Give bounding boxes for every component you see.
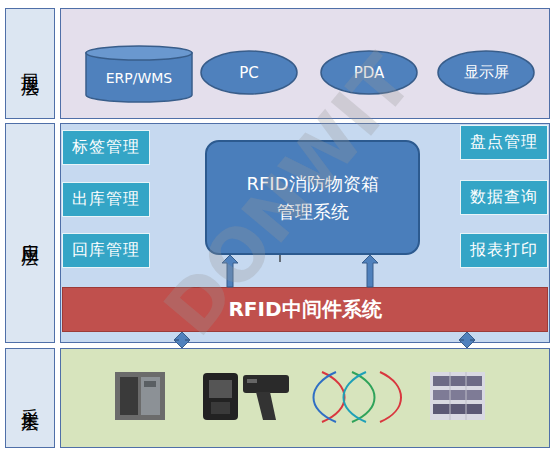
cabinet-panel <box>144 381 156 387</box>
function-box: 报表打印 <box>460 233 548 268</box>
shelf-row <box>433 390 482 400</box>
rfid-cabinet-icon <box>115 372 165 420</box>
function-label: 标签管理 <box>72 137 140 158</box>
function-box: 出库管理 <box>62 182 150 217</box>
cylinder-top <box>86 46 192 60</box>
wave-line <box>314 372 337 422</box>
ellipse-outline <box>321 51 417 94</box>
gun-head <box>243 375 289 393</box>
database-cylinder: ERP/WMS <box>85 45 193 103</box>
block-arrow <box>174 332 190 348</box>
storage-shelf-icon <box>430 372 485 420</box>
system-label: RFID消防物资箱 管理系统 <box>243 170 383 226</box>
node-label: PDA <box>354 64 385 82</box>
cabinet-door <box>141 377 160 415</box>
block-arrow <box>362 255 378 287</box>
reader-keys <box>211 402 230 414</box>
shelf-divider <box>466 372 467 420</box>
shelf-back <box>430 372 485 420</box>
shelf-divider <box>450 372 451 420</box>
shelf-row <box>433 404 482 414</box>
gun-detail <box>247 379 257 383</box>
cabinet-door <box>120 377 138 415</box>
layer-row: 应用层标签管理出库管理回库管理 RFID消防物资箱 管理系统 盘点管理数据查询报表打… <box>5 123 550 343</box>
function-label: 出库管理 <box>72 189 140 210</box>
function-label: 报表打印 <box>470 240 538 261</box>
terminal-ellipse: PC <box>200 50 298 95</box>
gun-handle <box>256 392 276 420</box>
function-box: 盘点管理 <box>460 125 548 160</box>
reader-screen <box>209 380 232 398</box>
rfid-gun-icon <box>243 375 289 420</box>
function-label: 数据查询 <box>470 187 538 208</box>
ellipse-outline <box>438 51 534 94</box>
radio-wave-icon <box>314 372 402 422</box>
function-label: 回库管理 <box>72 240 140 261</box>
handheld-reader-icon <box>203 373 238 420</box>
node-label: ERP/WMS <box>106 62 173 86</box>
wave-line <box>352 372 375 422</box>
layer-label: 应用层 <box>5 123 55 343</box>
layer-label: 采集层 <box>5 348 55 448</box>
shelf-row <box>433 376 482 386</box>
function-box: 标签管理 <box>62 130 150 165</box>
layer-band <box>60 348 550 448</box>
function-box: 回库管理 <box>62 233 150 268</box>
node-label: PC <box>239 64 259 82</box>
ellipse-outline <box>201 51 297 94</box>
terminal-ellipse: PDA <box>320 50 418 95</box>
function-box: 数据查询 <box>460 180 548 215</box>
cabinet-body <box>115 372 165 420</box>
tick-mark <box>280 255 281 262</box>
wave-line <box>322 372 345 422</box>
layer-row: 采集层 <box>5 348 550 448</box>
middleware-bar: RFID中间件系统 <box>62 287 548 332</box>
node-label: 显示屏 <box>464 63 509 82</box>
middleware-label: RFID中间件系统 <box>228 296 381 323</box>
wave-line <box>344 372 367 422</box>
terminal-ellipse: 显示屏 <box>437 50 535 95</box>
block-arrow <box>222 255 238 287</box>
reader-body <box>203 373 238 420</box>
wave-line <box>380 372 401 422</box>
function-label: 盘点管理 <box>470 132 538 153</box>
layer-row: 展现层 ERP/WMS PC PDA 显示屏 <box>5 8 550 119</box>
block-arrow <box>459 332 475 348</box>
system-box: RFID消防物资箱 管理系统 <box>205 140 420 255</box>
layer-label: 展现层 <box>5 8 55 119</box>
